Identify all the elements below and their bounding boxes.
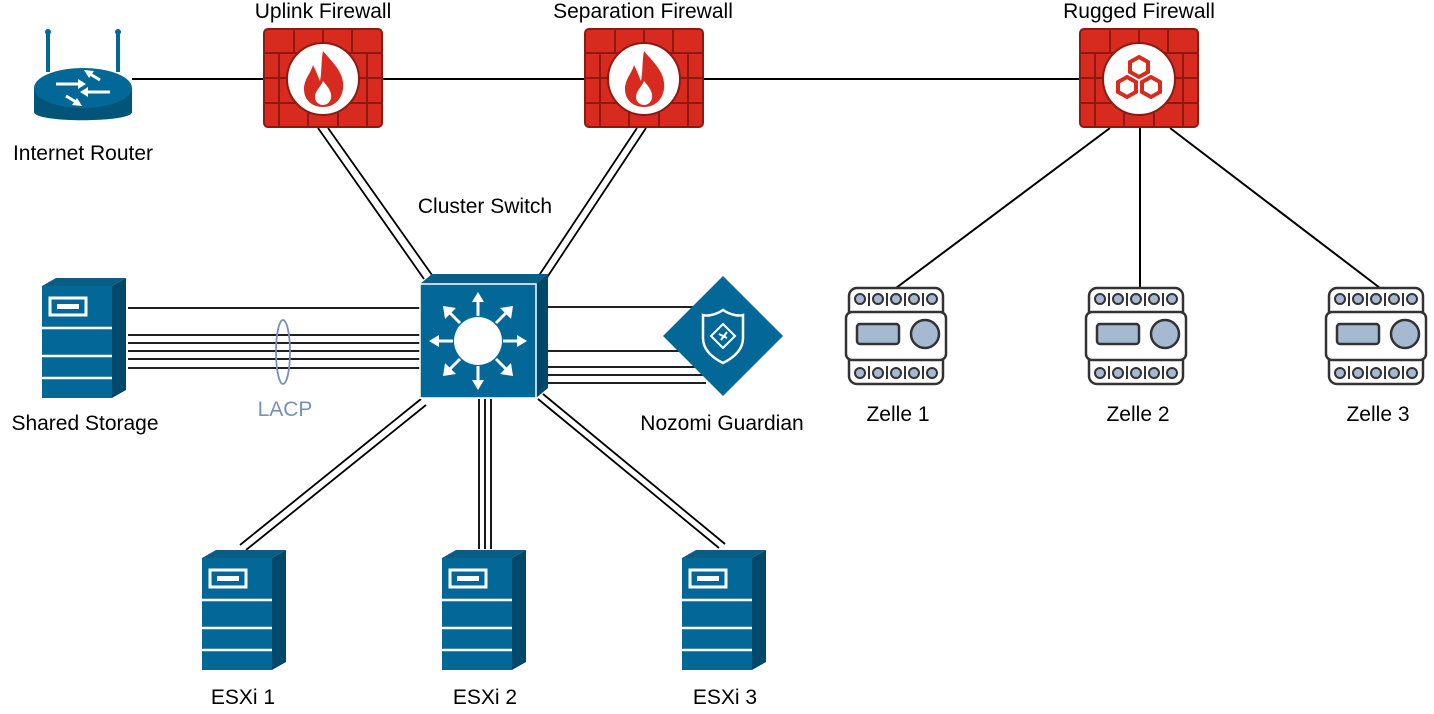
- link-uplink-switch: [317, 127, 433, 280]
- link-separation-switch: [537, 127, 647, 280]
- server-icon: [680, 548, 768, 672]
- link-storage-switch: [128, 307, 420, 385]
- label-zelle2: Zelle 2: [1106, 403, 1169, 426]
- zelle2-controller[interactable]: [1084, 286, 1188, 386]
- plc-controller-icon: [1324, 286, 1428, 386]
- label-uplink-firewall: Uplink Firewall: [255, 0, 392, 23]
- esxi1-server[interactable]: [200, 548, 288, 672]
- internet-router[interactable]: [34, 29, 132, 121]
- router-icon: [34, 29, 132, 121]
- plc-controller-icon: [1084, 286, 1188, 386]
- lacp-ellipse: [275, 319, 291, 385]
- label-esxi3: ESXi 3: [693, 686, 757, 709]
- label-internet-router: Internet Router: [13, 142, 153, 165]
- label-rugged-firewall: Rugged Firewall: [1063, 0, 1215, 23]
- zelle3-controller[interactable]: [1324, 286, 1428, 386]
- label-zelle1: Zelle 1: [866, 403, 929, 426]
- server-icon: [40, 276, 128, 400]
- label-nozomi-guardian: Nozomi Guardian: [640, 412, 803, 435]
- label-lacp: LACP: [258, 398, 313, 421]
- label-zelle3: Zelle 3: [1346, 403, 1409, 426]
- separation-firewall[interactable]: [584, 28, 704, 128]
- connections: [128, 78, 1381, 551]
- hexagon-firewall-icon: [1116, 54, 1162, 100]
- link-rugged-zelle1: [895, 127, 1111, 289]
- esxi3-server[interactable]: [680, 548, 768, 672]
- shield-appliance-icon: [663, 276, 783, 396]
- label-separation-firewall: Separation Firewall: [553, 0, 733, 23]
- link-switch-esxi3: [537, 393, 726, 549]
- uplink-firewall[interactable]: [263, 28, 383, 128]
- labels: Internet Router Uplink Firewall Separati…: [11, 0, 1409, 709]
- nozomi-guardian[interactable]: [663, 276, 783, 396]
- esxi2-server[interactable]: [440, 548, 528, 672]
- server-icon: [200, 548, 288, 672]
- link-switch-esxi1: [239, 398, 427, 551]
- zelle1-controller[interactable]: [844, 286, 948, 386]
- label-esxi2: ESXi 2: [453, 686, 517, 709]
- link-switch-esxi2: [478, 399, 492, 549]
- shared-storage[interactable]: [40, 276, 128, 400]
- label-esxi1: ESXi 1: [211, 686, 275, 709]
- rugged-firewall[interactable]: [1079, 28, 1199, 128]
- server-icon: [440, 548, 528, 672]
- label-cluster-switch: Cluster Switch: [418, 195, 552, 218]
- label-shared-storage: Shared Storage: [11, 412, 158, 435]
- plc-controller-icon: [844, 286, 948, 386]
- cluster-switch[interactable]: [419, 274, 548, 399]
- link-rugged-zelle3: [1169, 127, 1381, 289]
- layer3-switch-icon: [419, 274, 548, 399]
